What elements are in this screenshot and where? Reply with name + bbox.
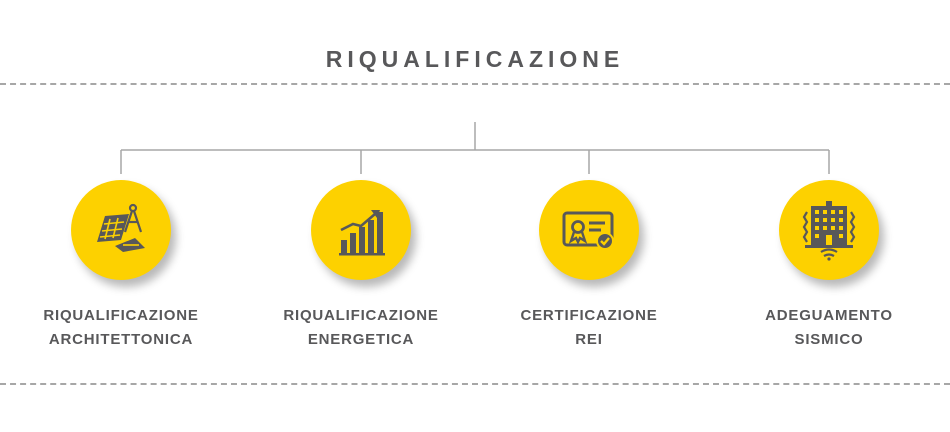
certificate-icon <box>562 211 614 250</box>
certificate-node <box>539 180 639 280</box>
label-line: ENERGETICA <box>307 331 415 348</box>
label-line: RIQUALIFICAZIONE <box>283 307 439 324</box>
label-line: REI <box>575 331 603 348</box>
label-adeguamento-sismico: ADEGUAMENTO SISMICO <box>719 304 939 352</box>
energy-bar-chart-icon <box>339 210 385 256</box>
architecture-node <box>71 180 171 280</box>
page-title: RIQUALIFICAZIONE <box>325 46 625 72</box>
label-line: SISMICO <box>794 331 864 348</box>
seismic-building-icon <box>802 201 856 261</box>
label-line: CERTIFICAZIONE <box>520 307 658 324</box>
seismic-node <box>779 180 879 280</box>
label-line: ADEGUAMENTO <box>765 307 893 324</box>
architecture-blueprint-icon <box>97 203 145 252</box>
energy-node <box>311 180 411 280</box>
label-certificazione-rei: CERTIFICAZIONE REI <box>479 304 699 352</box>
label-riqualificazione-energetica: RIQUALIFICAZIONE ENERGETICA <box>251 304 471 352</box>
top-dashed-divider <box>0 83 950 85</box>
bottom-dashed-divider <box>0 383 950 385</box>
label-line: RIQUALIFICAZIONE <box>43 307 199 324</box>
label-line: ARCHITETTONICA <box>48 331 194 348</box>
label-riqualificazione-architettonica: RIQUALIFICAZIONE ARCHITETTONICA <box>11 304 231 352</box>
